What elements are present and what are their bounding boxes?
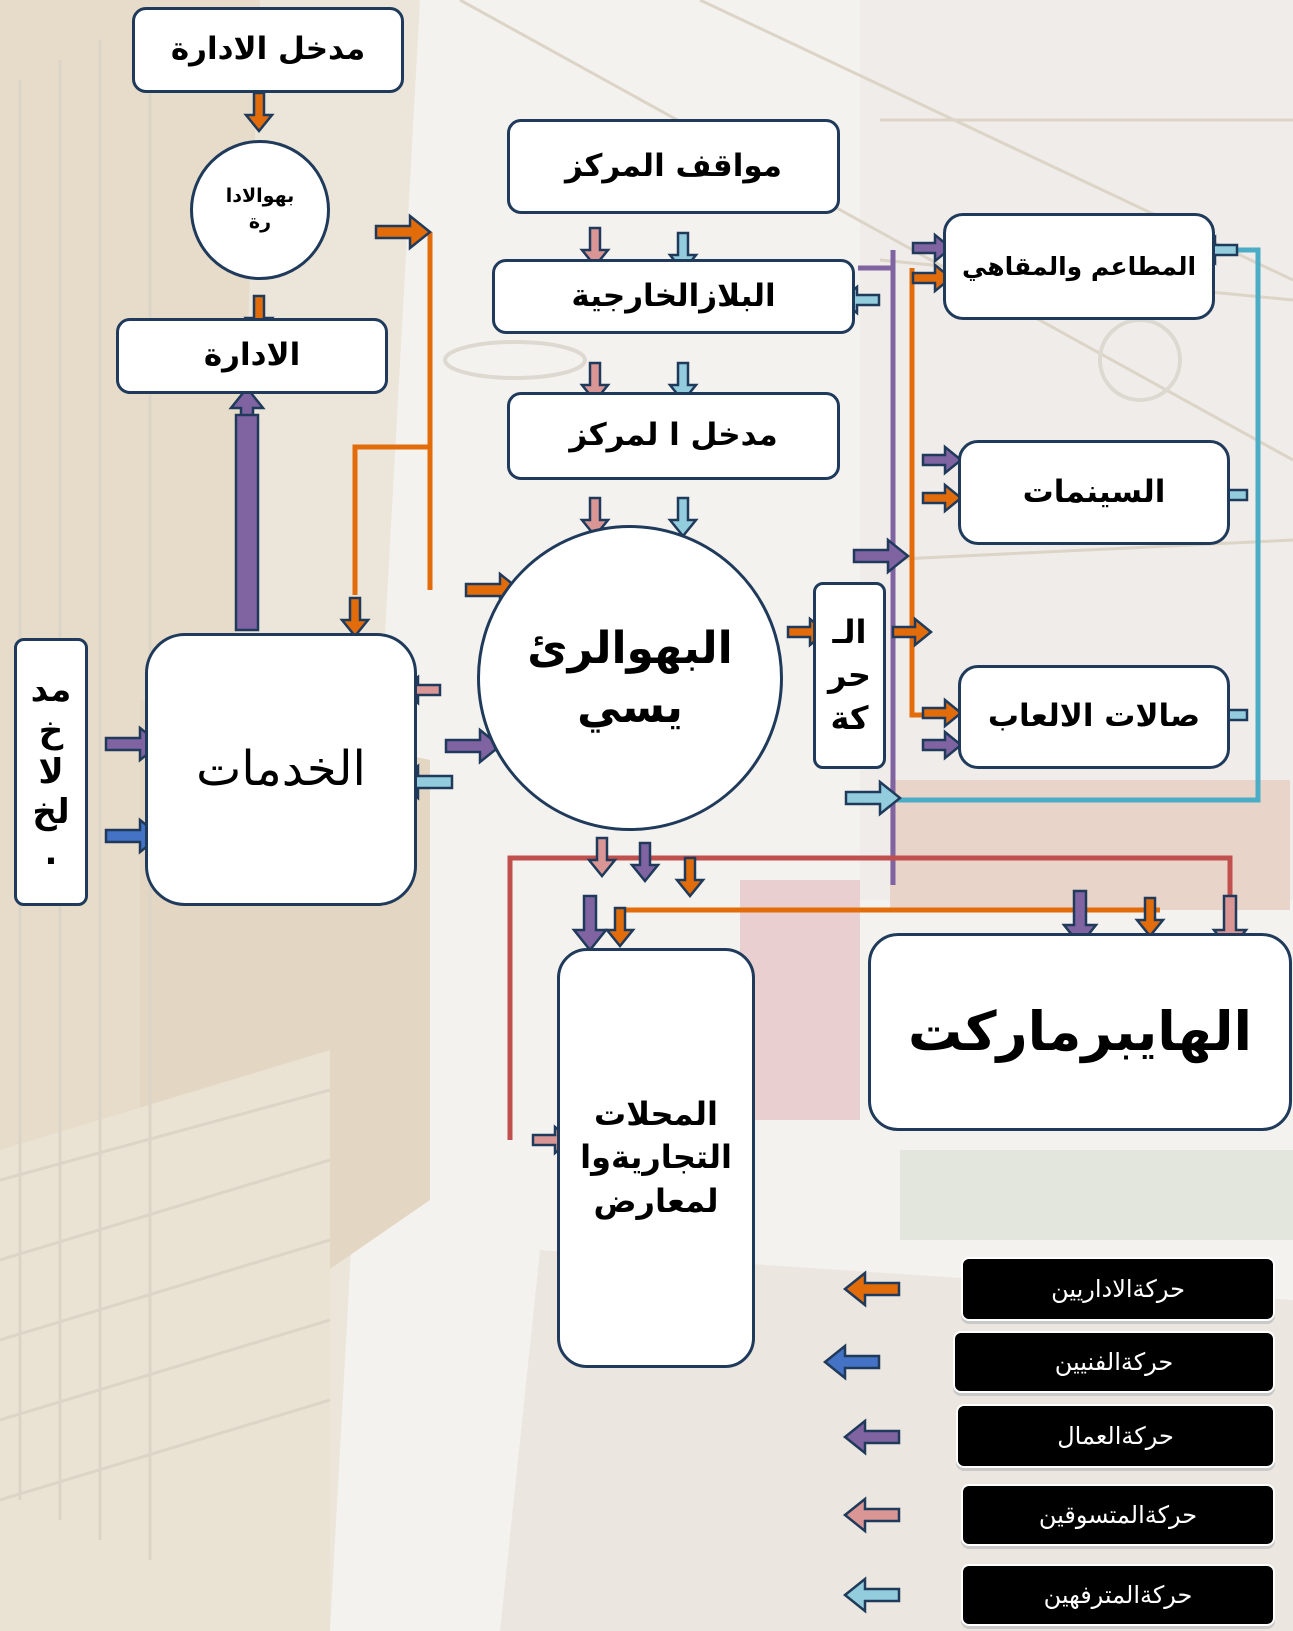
- legend-item-administrators: حركةالاداريين: [963, 1259, 1273, 1319]
- center-entrance-box: مدخل ا لمركز: [507, 392, 840, 480]
- legend-label: حركةالعمال: [1057, 1422, 1174, 1450]
- admin-lobby-label: بهوالادا رة: [225, 185, 295, 233]
- game-halls-label: صالات الالعاب: [987, 698, 1201, 735]
- legend-item-technicians: حركةالفنيين: [955, 1333, 1273, 1391]
- legend-item-workers: حركةالعمال: [958, 1406, 1273, 1466]
- visitor-return-line: [880, 247, 1261, 803]
- hypermarket-box: الهايبرماركت: [868, 933, 1292, 1131]
- game-halls-box: صالات الالعاب: [958, 665, 1230, 769]
- legend-label: حركةالمتسوقين: [1038, 1501, 1198, 1529]
- hypermarket-label: الهايبرماركت: [908, 999, 1252, 1063]
- main-lobby-label: البهوالرئ يسي: [527, 622, 733, 733]
- center-parking-box: مواقف المركز: [507, 119, 840, 214]
- cinemas-box: السينمات: [958, 440, 1230, 545]
- admin-entrance-box: مدخل الادارة: [132, 7, 404, 93]
- legend-label: حركةالمترفهين: [1043, 1581, 1193, 1609]
- cinemas-label: السينمات: [1022, 473, 1166, 510]
- legend-label: حركةالفنيين: [1054, 1348, 1174, 1376]
- admin-route-line: [352, 232, 433, 595]
- service-entrance-label: مد خ لا لخ .: [30, 670, 72, 874]
- restaurants-label: المطاعم والمقاهي: [961, 251, 1197, 281]
- main-lobby-circle: البهوالرئ يسي: [477, 525, 783, 831]
- shops-label: المحلات التجاريةوا لمعارض: [580, 1095, 732, 1220]
- restaurant-admin-line: [909, 268, 938, 718]
- outer-plaza-box: البلازالخارجية: [492, 259, 855, 334]
- restaurants-box: المطاعم والمقاهي: [943, 213, 1215, 320]
- legend-item-visitors: حركةالمترفهين: [963, 1566, 1273, 1624]
- center-entrance-label: مدخل ا لمركز: [569, 417, 778, 454]
- admin-lobby-circle: بهوالادا رة: [190, 140, 330, 280]
- services-label: الخدمات: [196, 741, 366, 798]
- service-entrance-box: مد خ لا لخ .: [14, 638, 88, 906]
- administration-label: الادارة: [203, 337, 301, 374]
- circulation-label: الـ حر كة: [828, 612, 871, 738]
- shopper-top-line: [507, 855, 1233, 1140]
- outer-plaza-label: البلازالخارجية: [571, 277, 776, 314]
- circulation-box: الـ حر كة: [813, 582, 886, 769]
- center-parking-label: مواقف المركز: [565, 147, 782, 184]
- shops-box: المحلات التجاريةوا لمعارض: [557, 948, 755, 1368]
- legend-item-shoppers: حركةالمتسوقين: [963, 1486, 1273, 1544]
- administration-box: الادارة: [116, 318, 388, 394]
- services-box: الخدمات: [145, 633, 417, 906]
- admin-entrance-label: مدخل الادارة: [170, 31, 366, 68]
- legend-label: حركةالاداريين: [1051, 1275, 1185, 1303]
